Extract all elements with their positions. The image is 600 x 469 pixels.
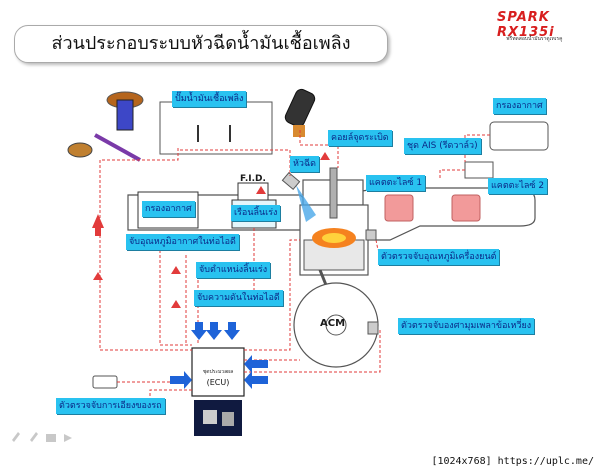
brand-logo-sub: ฟรีทดสอบน้ำมันราดูเทเรคู — [506, 36, 563, 42]
catalyst-2-body — [451, 194, 481, 222]
label-intake-pressure-sensor: จับความดันในท่อไอดี — [194, 290, 283, 306]
label-fid: F.I.D. — [240, 174, 266, 184]
label-air-filter-right: กรองอากาศ — [493, 98, 546, 114]
label-fuel-pump: ปั๊มน้ำมันเชื้อเพลิง — [172, 91, 247, 107]
crank-sensor-block — [367, 321, 379, 335]
footer-watermark: [1024x768] https://uplc.me/ — [431, 456, 594, 467]
catalyst-1-body — [384, 194, 414, 222]
slide-tool-icons — [12, 432, 72, 442]
injector-body — [281, 171, 301, 191]
ecu-photo-part — [203, 410, 217, 424]
tilt-sensor-box — [92, 375, 118, 389]
label-air-filter-left: กรองอากาศ — [142, 201, 195, 217]
ecu-photo-part-2 — [222, 412, 234, 426]
injector-spray — [296, 185, 316, 222]
blue-arrows — [170, 322, 268, 389]
label-catalyst-2: แคตตะไลซ์ 2 — [488, 178, 548, 194]
label-throttle-position-sensor: จับตำแหน่งลิ้นเร่ง — [196, 262, 271, 278]
exhaust-pipe — [354, 187, 536, 241]
brand-logo: SPARK RX135i — [497, 10, 555, 40]
red-arrows — [92, 152, 330, 308]
air-filter-right-box — [489, 121, 549, 151]
label-acm: ACM — [320, 318, 346, 329]
ignition-coil-illustration — [284, 88, 316, 137]
spark-plug — [329, 167, 338, 219]
title-frame: ส่วนประกอบระบบหัวฉีดน้ำมันเชื้อเพลิง — [14, 25, 388, 63]
label-throttle-body: เรือนลิ้นเร่ง — [231, 205, 281, 221]
label-ecu-line1: ชุดประมวลผล — [202, 369, 234, 375]
combustion-flame — [312, 228, 356, 248]
ais-box — [464, 161, 494, 179]
ecu-photo — [194, 400, 242, 436]
label-ignition-coil: คอยล์จุดระเบิด — [328, 130, 392, 146]
ecu-box — [191, 347, 245, 397]
label-ecu-line2: (ECU) — [206, 378, 230, 387]
label-engine-temp-sensor: ตัวตรวจจับอุณหภูมิเครื่องยนต์ — [378, 249, 500, 265]
fuel-pump-illustration — [67, 91, 144, 162]
label-crank-angle-sensor: ตัวตรวจจับองศามุมเพลาข้อเหวี่ยง — [398, 318, 535, 334]
label-catalyst-1: แคตตะไลซ์ 1 — [366, 175, 426, 191]
label-intake-air-temp-sensor: จับอุณหภูมิอากาศในท่อไอดี — [126, 234, 239, 250]
label-injector: หัวฉีด — [290, 156, 319, 172]
fuel-tank-box — [159, 101, 273, 155]
fuel-lines — [197, 125, 231, 142]
label-tilt-sensor: ตัวตรวจจับการเอียงของรถ — [56, 398, 165, 414]
page-title: ส่วนประกอบระบบหัวฉีดน้ำมันเชื้อเพลิง — [51, 33, 351, 54]
label-ais-unit: ชุด AIS (รีดวาล์ว) — [404, 138, 481, 154]
engine-temp-sensor-block — [365, 229, 377, 241]
